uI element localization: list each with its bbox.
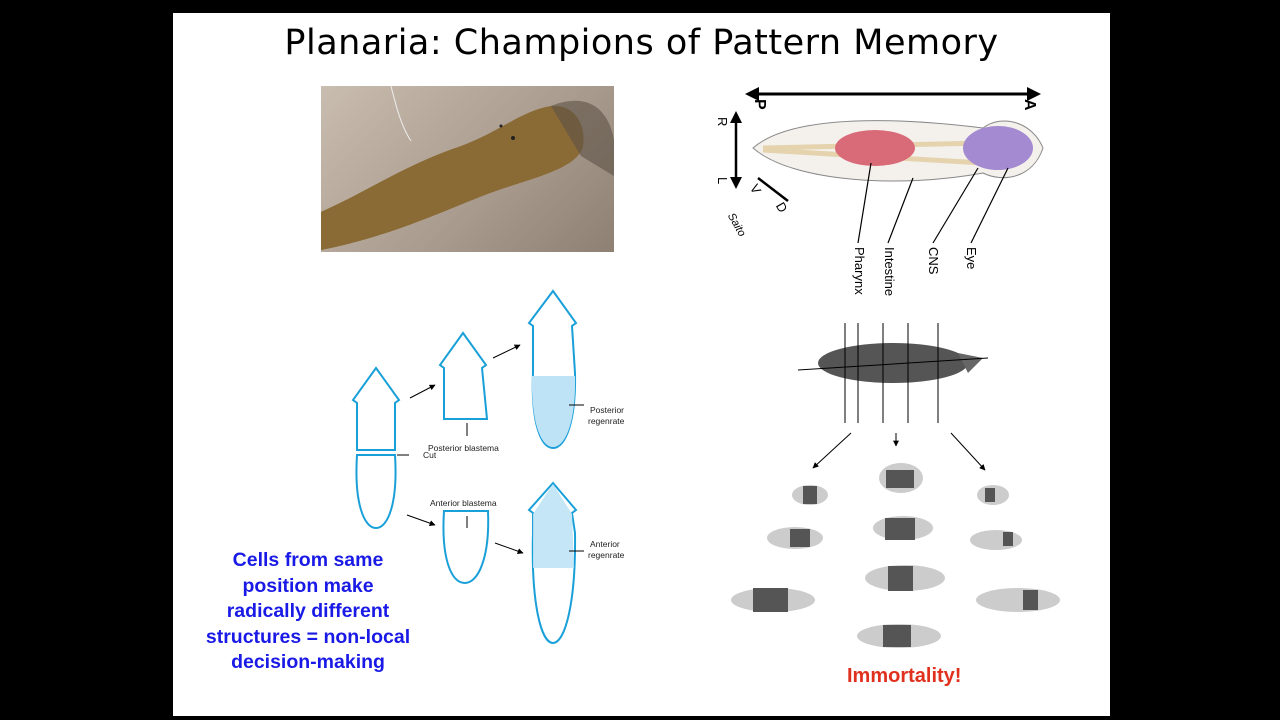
caption-text: Cells from same position make radically … — [183, 548, 433, 676]
slide: Planaria: Champions of Pattern Memory P … — [173, 13, 1110, 716]
artist-signature: Saito — [725, 211, 748, 239]
regenerated-fragments — [731, 463, 1060, 648]
planarian-photo — [321, 86, 614, 252]
label-eye: Eye — [964, 247, 979, 269]
immortality-label: Immortality! — [847, 665, 962, 687]
regeneration-diagram: Cut Posterior blastema Anterior blastema… — [351, 289, 625, 645]
anterior-blastema-label: Anterior blastema — [430, 498, 497, 508]
anterior-regenerate — [527, 481, 578, 645]
axis-label-r: R — [715, 117, 730, 126]
caption-line: position make — [242, 574, 374, 597]
caption-line: radically different — [226, 600, 390, 622]
caption-line: Cells from same — [232, 549, 384, 571]
whole-worm-top — [351, 366, 401, 451]
slide-title: Planaria: Champions of Pattern Memory — [284, 23, 999, 63]
cut-label: Cut — [423, 450, 437, 460]
axis-label-d: D — [773, 200, 791, 216]
caption-line: structures = non-local — [205, 625, 411, 648]
fragment-regeneration-diagram — [731, 323, 1060, 648]
posterior-blastema-label: Posterior blastema — [428, 443, 499, 453]
caption-line: decision-making — [231, 651, 385, 673]
tail-fragment — [442, 510, 490, 585]
label-intestine: Intestine — [882, 247, 897, 296]
label-cns: CNS — [926, 247, 941, 275]
label-pharynx: Pharynx — [852, 247, 867, 295]
axis-label-a: A — [1021, 99, 1038, 111]
posterior-regenrate-label-1: Posterior — [590, 405, 624, 415]
planarian-anatomy-diagram: P A R L V D Saito Pharynx Intestine CNS … — [715, 87, 1044, 296]
anterior-regenrate-label-1: Anterior — [590, 539, 620, 549]
head-fragment — [438, 331, 489, 420]
axis-label-l: L — [715, 177, 730, 184]
anterior-regenrate-label-2: regenrate — [588, 550, 625, 560]
axis-label-v: V — [747, 182, 764, 197]
axis-label-p: P — [751, 99, 768, 110]
whole-worm-bottom — [355, 454, 397, 530]
posterior-regenrate-label-2: regenrate — [588, 416, 625, 426]
